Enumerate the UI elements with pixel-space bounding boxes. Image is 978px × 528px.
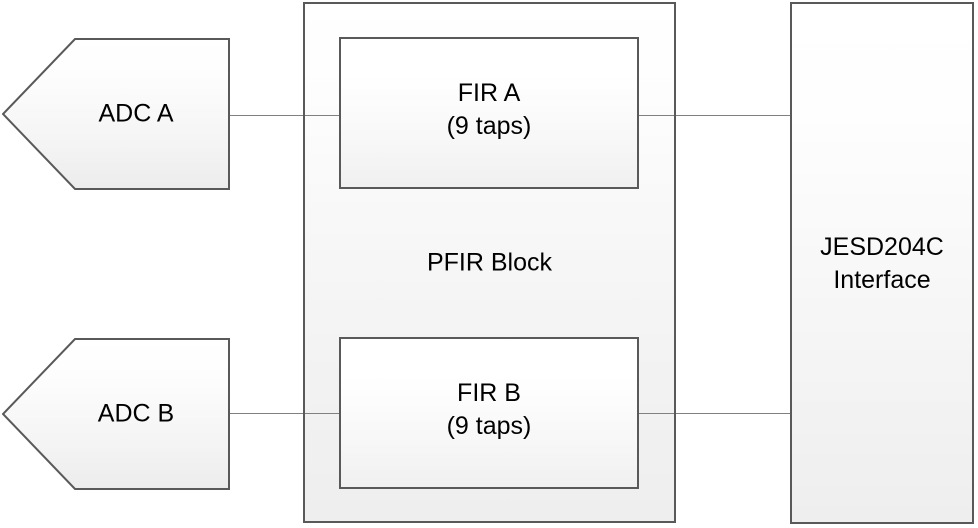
jesd204c-label-line1: JESD204C bbox=[820, 233, 944, 261]
pfir-block-label: PFIR Block bbox=[426, 248, 553, 276]
jesd204c-label-line2: Interface bbox=[833, 266, 931, 294]
fir-b-label: FIR B bbox=[457, 379, 521, 407]
fir-a-taps-label: (9 taps) bbox=[446, 112, 532, 140]
adc-a-block[interactable]: ADC A bbox=[2, 38, 230, 190]
fir-b-taps-label: (9 taps) bbox=[446, 412, 532, 440]
connector-segment-inside-pfir-top-left bbox=[305, 115, 341, 116]
connector-segment-inside-pfir-bottom-left bbox=[305, 413, 341, 414]
fir-b-block[interactable]: FIR B (9 taps) bbox=[339, 337, 639, 489]
adc-b-pentagon-shape bbox=[2, 338, 230, 490]
connector-segment-inside-pfir-bottom-right bbox=[637, 413, 674, 414]
connector-segment-inside-pfir-top-right bbox=[637, 115, 674, 116]
connector-fir-a-to-jesd bbox=[637, 115, 792, 116]
adc-a-pentagon-shape bbox=[2, 38, 230, 190]
fir-a-block[interactable]: FIR A (9 taps) bbox=[339, 37, 639, 189]
adc-b-block[interactable]: ADC B bbox=[2, 338, 230, 490]
connector-adc-b-to-fir-b bbox=[230, 413, 341, 414]
connector-adc-a-to-fir-a bbox=[230, 115, 341, 116]
fir-a-label: FIR A bbox=[457, 79, 521, 107]
connector-fir-b-to-jesd bbox=[637, 413, 792, 414]
jesd204c-interface-block[interactable]: JESD204C Interface bbox=[790, 2, 974, 524]
